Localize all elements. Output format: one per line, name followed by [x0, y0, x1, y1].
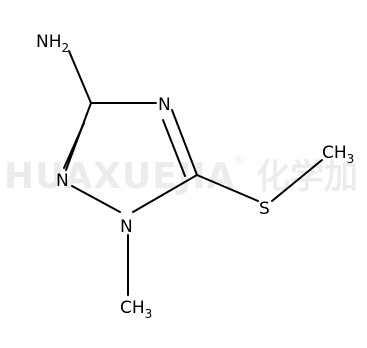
nitrogen-4-label: N — [158, 95, 171, 115]
bond-n4-c5-double — [162, 119, 186, 177]
bond-c5-s — [196, 174, 259, 202]
watermark-registered-mark: ® — [233, 153, 244, 166]
watermark-cjk: 化学加 — [256, 157, 358, 197]
s-methyl-label: CH3 — [322, 143, 354, 166]
n-methyl-label: CH3 — [120, 298, 152, 321]
bond-s-ch3 — [271, 159, 323, 202]
nitrogen-2-label: N — [56, 171, 69, 191]
amino-group-label: NH2 — [36, 32, 69, 55]
bond-n1-n2 — [71, 185, 121, 213]
atom-labels: NH2 N N N S CH3 CH3 — [36, 32, 354, 321]
bond-n4-c5 — [171, 109, 198, 176]
nitrogen-1-label: N — [120, 217, 133, 237]
bond-c5-n1 — [132, 174, 198, 213]
bond-c3-n2-double — [63, 122, 85, 169]
bond-c3-nh2 — [68, 50, 92, 104]
sulfur-label: S — [259, 199, 270, 219]
bonds — [63, 50, 323, 296]
